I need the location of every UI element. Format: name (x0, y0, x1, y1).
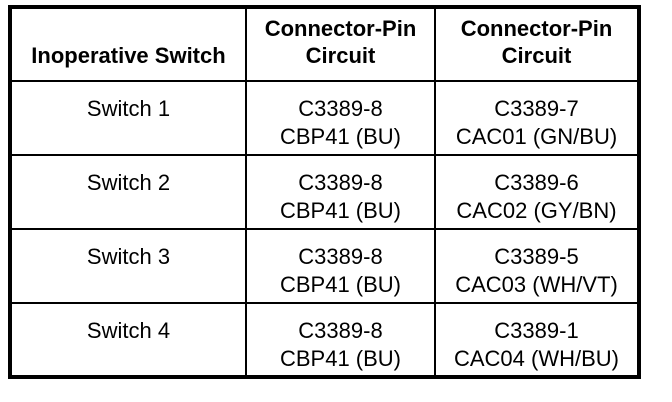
header-inoperative-switch: Inoperative Switch (9, 6, 247, 82)
circuit-cell-a: C3389-8 CBP41 (BU) (245, 80, 436, 156)
circuit-cell-a: C3389-8 CBP41 (BU) (245, 228, 436, 304)
circuit-cell-b: C3389-7 CAC01 (GN/BU) (434, 80, 640, 156)
table-row-switch-2: Switch 2 C3389-8 CBP41 (BU) C3389-6 CAC0… (9, 154, 640, 230)
circuit-cell-a: C3389-8 CBP41 (BU) (245, 154, 436, 230)
table-row-switch-3: Switch 3 C3389-8 CBP41 (BU) C3389-5 CAC0… (9, 228, 640, 304)
connector-pin-circuit-table: Inoperative Switch Connector-Pin Circuit… (8, 5, 641, 379)
header-row: Inoperative Switch Connector-Pin Circuit… (9, 6, 640, 82)
circuit-cell-a: C3389-8 CBP41 (BU) (245, 302, 436, 378)
header-connector-pin-circuit-1: Connector-Pin Circuit (245, 6, 436, 82)
circuit-cell-b: C3389-6 CAC02 (GY/BN) (434, 154, 640, 230)
switch-name-cell: Switch 1 (9, 80, 247, 156)
table-row-switch-4: Switch 4 C3389-8 CBP41 (BU) C3389-1 CAC0… (9, 302, 640, 378)
table-row-switch-1: Switch 1 C3389-8 CBP41 (BU) C3389-7 CAC0… (9, 80, 640, 156)
switch-name-cell: Switch 4 (9, 302, 247, 378)
circuit-cell-b: C3389-1 CAC04 (WH/BU) (434, 302, 640, 378)
header-connector-pin-circuit-2: Connector-Pin Circuit (434, 6, 640, 82)
switch-name-cell: Switch 2 (9, 154, 247, 230)
switch-name-cell: Switch 3 (9, 228, 247, 304)
circuit-cell-b: C3389-5 CAC03 (WH/VT) (434, 228, 640, 304)
